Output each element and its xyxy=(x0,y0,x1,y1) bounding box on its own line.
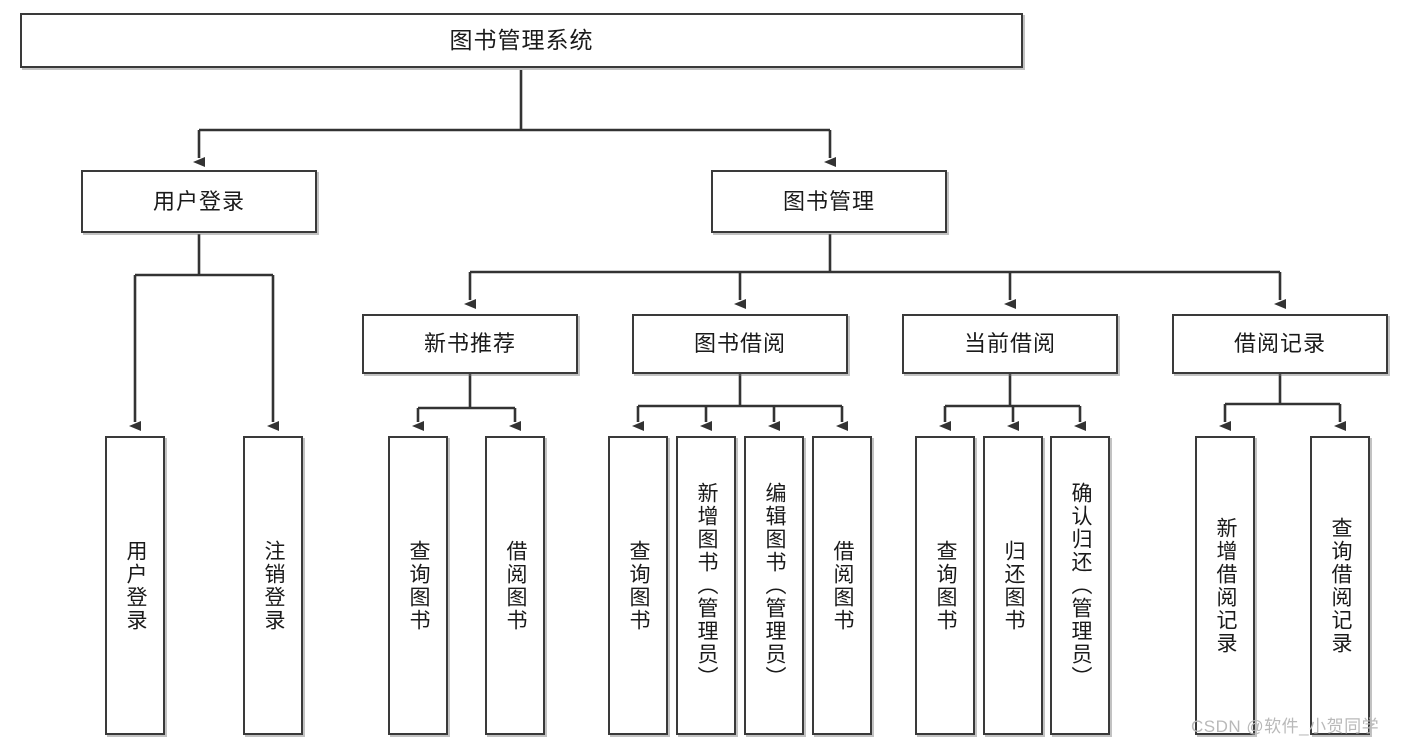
node-label: 查询借阅记录 xyxy=(1329,516,1353,655)
leaf-query-book-recommend[interactable]: 查询图书 xyxy=(388,436,448,735)
node-label: 当前借阅 xyxy=(963,331,1056,357)
leaf-borrow-book-recommend[interactable]: 借阅图书 xyxy=(485,436,545,735)
node-book-borrow[interactable]: 图书借阅 xyxy=(632,314,848,374)
node-user-login[interactable]: 用户登录 xyxy=(81,170,317,233)
leaf-edit-book[interactable]: 编辑图书（管理员） xyxy=(744,436,804,735)
node-label: 查询图书 xyxy=(934,539,958,632)
node-label: 用户登录 xyxy=(124,539,148,632)
node-label: 借阅图书 xyxy=(504,539,528,632)
node-label: 新书推荐 xyxy=(423,331,516,357)
node-book-manage[interactable]: 图书管理 xyxy=(711,170,947,233)
leaf-logout-login[interactable]: 注销登录 xyxy=(243,436,303,735)
node-label: 确认归还（管理员） xyxy=(1069,482,1093,689)
leaf-user-login[interactable]: 用户登录 xyxy=(105,436,165,735)
node-label: 图书借阅 xyxy=(693,331,786,357)
node-new-book-recommend[interactable]: 新书推荐 xyxy=(362,314,578,374)
leaf-borrow-book[interactable]: 借阅图书 xyxy=(812,436,872,735)
leaf-return-book[interactable]: 归还图书 xyxy=(983,436,1043,735)
node-label: 查询图书 xyxy=(627,539,651,632)
node-label: 新增图书（管理员） xyxy=(695,482,719,689)
node-label: 借阅记录 xyxy=(1233,331,1326,357)
leaf-query-book-current[interactable]: 查询图书 xyxy=(915,436,975,735)
node-label: 图书管理系统 xyxy=(449,27,594,54)
node-label: 查询图书 xyxy=(407,539,431,632)
leaf-query-book-borrow[interactable]: 查询图书 xyxy=(608,436,668,735)
leaf-add-book[interactable]: 新增图书（管理员） xyxy=(676,436,736,735)
node-label: 新增借阅记录 xyxy=(1214,516,1238,655)
node-borrow-record[interactable]: 借阅记录 xyxy=(1172,314,1388,374)
node-current-borrow[interactable]: 当前借阅 xyxy=(902,314,1118,374)
leaf-query-borrow-record[interactable]: 查询借阅记录 xyxy=(1310,436,1370,735)
node-label: 借阅图书 xyxy=(831,539,855,632)
watermark-csdn: CSDN @软件_小贺同学 xyxy=(1191,717,1380,736)
node-label: 编辑图书（管理员） xyxy=(763,482,787,689)
node-label: 图书管理 xyxy=(782,188,875,214)
node-label: 用户登录 xyxy=(152,188,245,214)
leaf-confirm-return[interactable]: 确认归还（管理员） xyxy=(1050,436,1110,735)
node-label: 注销登录 xyxy=(262,539,286,632)
leaf-add-borrow-record[interactable]: 新增借阅记录 xyxy=(1195,436,1255,735)
node-root-system[interactable]: 图书管理系统 xyxy=(20,13,1023,68)
node-label: 归还图书 xyxy=(1002,539,1026,632)
